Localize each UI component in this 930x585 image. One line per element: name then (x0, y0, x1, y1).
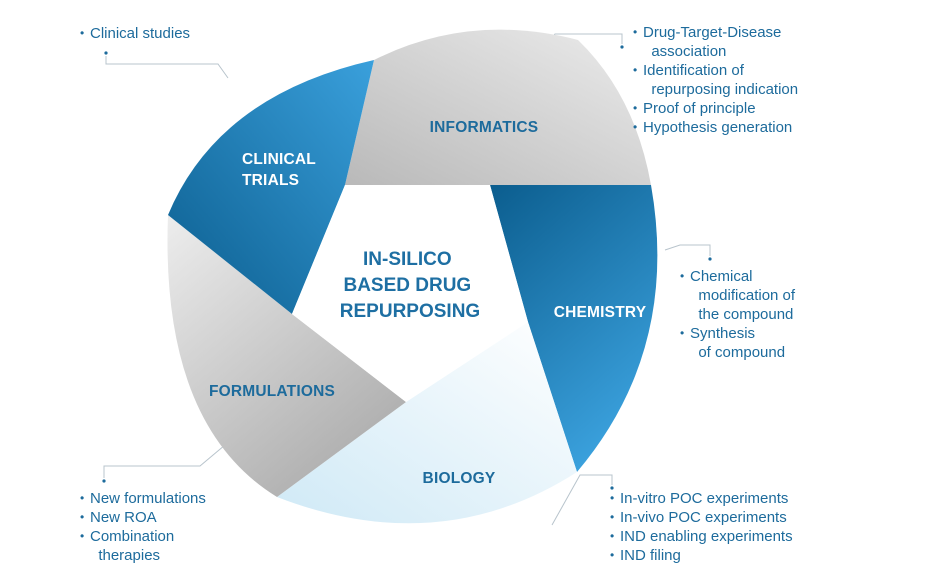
segment-formulations (167, 215, 406, 497)
center-title-line-2: BASED DRUG (343, 275, 471, 296)
note-item: Chemical modification of the compound (680, 267, 795, 324)
note-item: Identification of repurposing indication (633, 61, 798, 99)
center-title-line-1: IN-SILICO (363, 249, 452, 270)
note-item: Synthesis of compound (680, 324, 795, 362)
note-item: Hypothesis generation (633, 118, 798, 137)
segment-clinical (168, 60, 374, 314)
notes-chemistry: Chemical modification of the compound Sy… (680, 267, 795, 362)
notes-informatics: Drug-Target-Disease association Identifi… (633, 23, 798, 137)
note-item: IND filing (610, 546, 793, 565)
notes-clinical: Clinical studies (80, 24, 190, 43)
segment-biology (277, 322, 577, 524)
note-item: New ROA (80, 508, 206, 527)
connector-chemistry (664, 244, 711, 256)
note-item: Clinical studies (80, 24, 190, 43)
note-item: Drug-Target-Disease association (633, 23, 798, 61)
label-clinical: CLINICAL TRIALS (242, 151, 320, 189)
connector-formulations (103, 444, 226, 478)
note-item: Combination therapies (80, 527, 206, 565)
label-biology: BIOLOGY (423, 470, 496, 487)
note-item: New formulations (80, 489, 206, 508)
label-informatics: INFORMATICS (430, 119, 539, 136)
center-title-line-3: REPURPOSING (340, 301, 480, 322)
center-title: IN-SILICO BASED DRUG REPURPOSING (340, 249, 480, 322)
connector-biology (551, 474, 613, 526)
segment-chemistry (490, 185, 658, 472)
label-formulations: FORMULATIONS (209, 383, 335, 400)
label-chemistry: CHEMISTRY (554, 304, 647, 321)
label-clinical-line-2: TRIALS (242, 172, 299, 189)
note-item: In-vitro POC experiments (610, 489, 793, 508)
note-item: IND enabling experiments (610, 527, 793, 546)
notes-biology: In-vitro POC experiments In-vivo POC exp… (610, 489, 793, 565)
center-pentagon (292, 185, 528, 402)
note-item: In-vivo POC experiments (610, 508, 793, 527)
notes-formulations: New formulations New ROA Combination the… (80, 489, 206, 565)
note-item: Proof of principle (633, 99, 798, 118)
connector-clinical (105, 56, 229, 79)
label-clinical-line-1: CLINICAL (242, 151, 316, 168)
segment-informatics (345, 29, 651, 186)
